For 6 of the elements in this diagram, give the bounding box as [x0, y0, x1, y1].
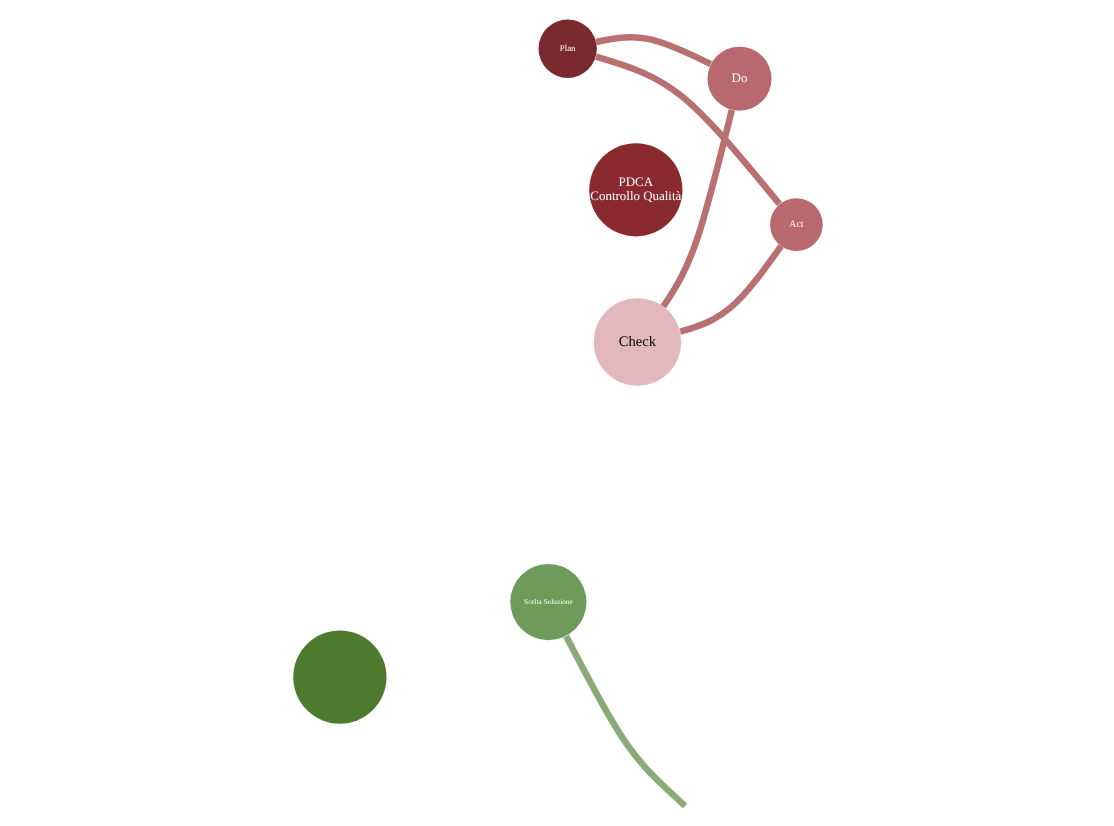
- connector: [678, 244, 783, 335]
- connector: [594, 53, 781, 206]
- node-circle: [292, 630, 386, 724]
- connector: [594, 34, 712, 68]
- connector: [562, 634, 687, 809]
- connector: [659, 109, 734, 309]
